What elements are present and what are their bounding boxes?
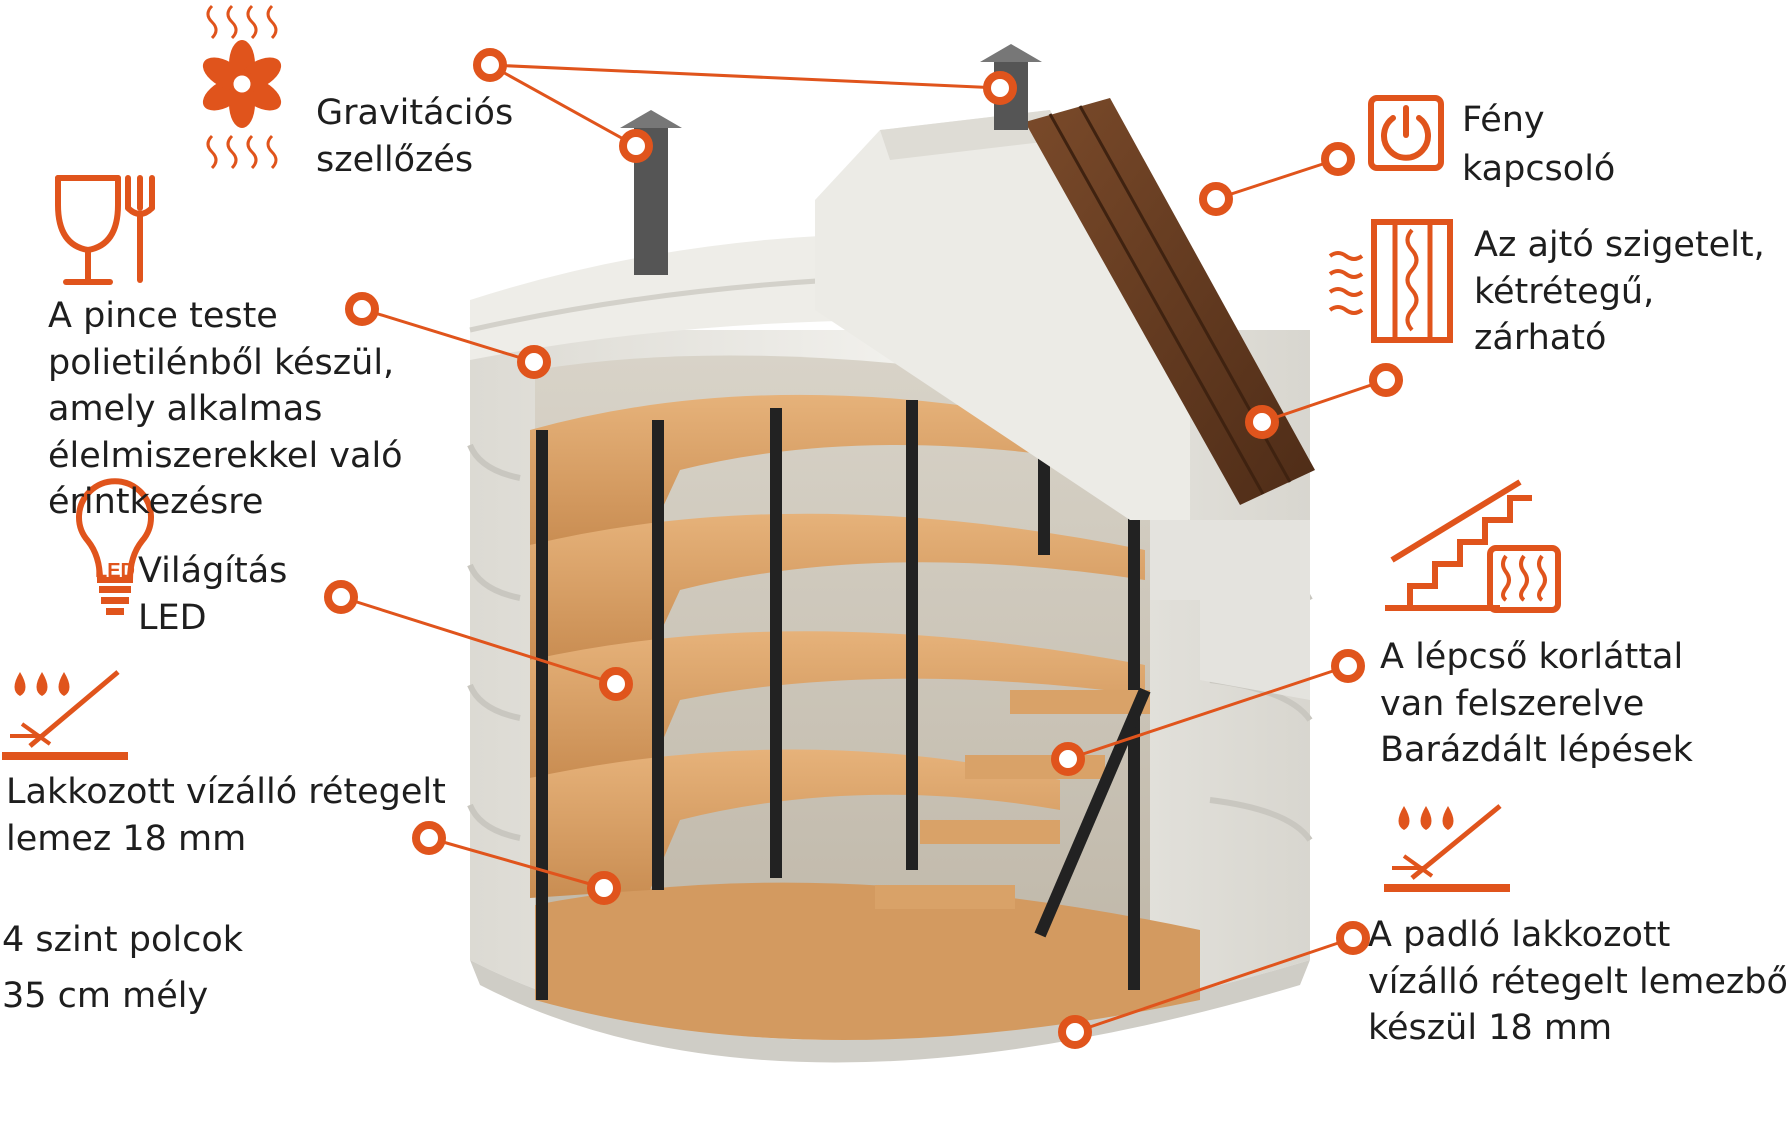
label-line: A pince teste — [48, 296, 278, 336]
insulated-door-icon — [1328, 219, 1453, 343]
label-line: polietilénből készül, — [48, 342, 395, 383]
label-door: Az ajtó szigetelt, kétrétegű, zárható — [1474, 222, 1765, 362]
label-line: Barázdált lépések — [1380, 730, 1693, 771]
glass-and-fork-icon — [55, 175, 155, 285]
fan-with-heat-waves-icon — [202, 4, 282, 170]
label-line: Világítás — [138, 551, 288, 591]
label-line: érintkezésre — [48, 482, 264, 523]
entrance — [620, 44, 1315, 700]
leader-lines — [340, 63, 1387, 1034]
label-stairs: A lépcső korláttal van felszerelve Baráz… — [1380, 634, 1693, 774]
label-lighting: Világítás LED — [138, 548, 287, 641]
label-line: kapcsoló — [1462, 149, 1616, 189]
label-plywood: Lakkozott vízálló rétegelt lemez 18 mm — [6, 769, 446, 862]
label-line: készül 18 mm — [1368, 1008, 1613, 1049]
label-light-switch: Fény kapcsoló — [1462, 96, 1615, 194]
stairs-with-heater-icon — [1385, 479, 1561, 613]
label-line: A lépcső korláttal — [1380, 637, 1684, 677]
label-line: 4 szint polcok — [2, 920, 244, 960]
label-line: szellőzés — [316, 139, 474, 180]
label-line: LED — [138, 597, 207, 638]
water-drops-surface-icon-floor — [1384, 804, 1510, 892]
label-line: Fény — [1462, 100, 1545, 140]
callout-dots — [324, 48, 1403, 1049]
power-switch-icon — [1368, 95, 1444, 171]
stairs — [875, 687, 1151, 938]
label-body-material: A pince teste polietilénből készül, amel… — [48, 293, 403, 526]
label-line: Gravitációs — [316, 93, 514, 133]
label-line: 35 cm mély — [2, 976, 209, 1016]
label-line: Az ajtó szigetelt, — [1474, 225, 1765, 265]
label-floor: A padló lakkozott vízálló rétegelt lemez… — [1368, 912, 1786, 1052]
label-line: van felszerelve — [1380, 683, 1645, 724]
svg-text:LED: LED — [95, 560, 135, 582]
label-ventilation: Gravitációs szellőzés — [316, 90, 513, 183]
label-line: élelmiszerekkel való — [48, 435, 403, 476]
water-drops-surface-icon — [2, 670, 128, 760]
label-line: A padló lakkozott — [1368, 915, 1671, 955]
label-line: Lakkozott vízálló rétegelt — [6, 772, 446, 812]
led-bulb-icon: LED — [76, 478, 154, 615]
label-line: amely alkalmas — [48, 389, 323, 430]
shelves — [530, 394, 1145, 1000]
label-line: zárható — [1474, 318, 1607, 359]
label-shelves: 4 szint polcok 35 cm mély — [2, 912, 243, 1024]
label-line: lemez 18 mm — [6, 818, 247, 859]
label-line: kétrétegű, — [1474, 271, 1655, 312]
label-line: vízálló rétegelt lemezből — [1368, 961, 1786, 1002]
